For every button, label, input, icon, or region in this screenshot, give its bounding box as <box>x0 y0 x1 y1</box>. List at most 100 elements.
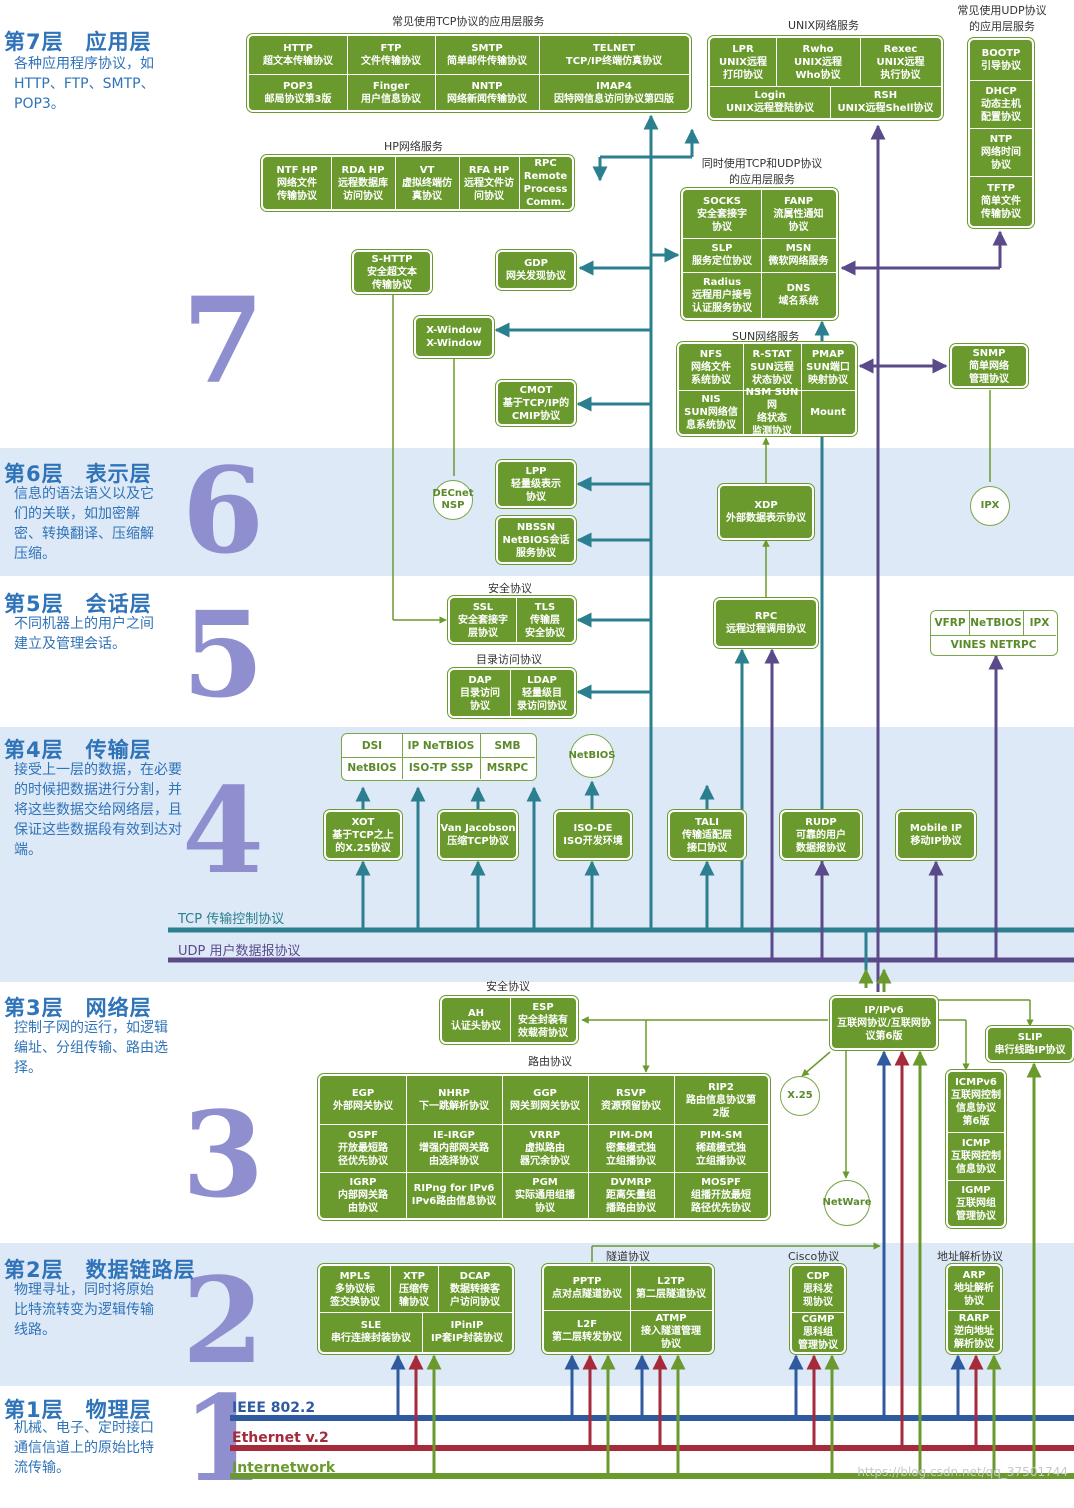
pim-dm-protocol[interactable]: PIM-DM 密集模式独 立组播协议 <box>588 1124 675 1173</box>
atmp-protocol[interactable]: ATMP 接入隧道管理 协议 <box>641 1312 701 1350</box>
smtp-protocol[interactable]: SMTP 简单邮件传输协议 <box>435 36 540 75</box>
msrpc-protocol[interactable]: MSRPC <box>486 762 529 774</box>
socks-protocol[interactable]: SOCKS 安全套接字 协议 <box>683 190 762 239</box>
rda-hp-protocol[interactable]: RDA HP 远程数据库 访问协议 <box>331 157 396 209</box>
ripng-protocol[interactable]: RIPng for IPv6 IPv6路由信息协议 <box>406 1172 503 1218</box>
radius-protocol[interactable]: Radius 远程用户接号 认证服务协议 <box>683 272 762 318</box>
pmap-protocol[interactable]: PMAP SUN端口 映射协议 <box>801 344 855 391</box>
ntf-hp-protocol[interactable]: NTF HP 网络文件 传输协议 <box>263 157 332 209</box>
xwindow-protocol[interactable]: X-Window X-Window <box>414 316 494 358</box>
slip-protocol[interactable]: SLIP 串行线路IP协议 <box>986 1026 1074 1062</box>
lpr-protocol[interactable]: LPR UNIX远程 打印协议 <box>710 38 777 87</box>
ip-ipv6-protocol[interactable]: IP/IPv6 互联网协议/互联网协 议第6版 <box>830 996 938 1050</box>
smb-protocol[interactable]: SMB <box>480 734 535 758</box>
rsvp-protocol[interactable]: RSVP 资源预留协议 <box>588 1076 675 1125</box>
rstat-protocol[interactable]: R-STAT SUN远程 状态协议 <box>743 344 802 391</box>
sle-protocol[interactable]: SLE 串行连接封装协议 <box>320 1312 423 1352</box>
ipinip-protocol[interactable]: IPinIP IP套IP封装协议 <box>430 1320 504 1344</box>
xtp-protocol[interactable]: XTP 压缩传 输协议 <box>390 1266 439 1313</box>
rexec-protocol[interactable]: Rexec UNIX远程 执行协议 <box>860 38 941 87</box>
rsh-protocol[interactable]: RSH UNIX远程Shell协议 <box>837 90 934 114</box>
rudp-protocol[interactable]: RUDP 可靠的用户 数据报协议 <box>780 810 862 860</box>
lpp-protocol[interactable]: LPP 轻量级表示 协议 <box>496 460 576 508</box>
ggp-protocol[interactable]: GGP 网关到网关协议 <box>502 1076 589 1125</box>
x25-node[interactable]: X.25 <box>780 1076 820 1116</box>
slp-protocol[interactable]: SLP 服务定位协议 <box>683 238 762 273</box>
netbios-protocol-4[interactable]: NetBIOS <box>342 757 403 779</box>
ftp-protocol[interactable]: FTP 文件传输协议 <box>347 36 436 75</box>
l2tp-protocol[interactable]: L2TP 第二层隧道协议 <box>630 1266 712 1311</box>
pptp-protocol[interactable]: PPTP 点对点隧道协议 <box>544 1266 631 1311</box>
pim-sm-protocol[interactable]: PIM-SM 稀疏模式独 立组播协议 <box>674 1124 768 1173</box>
ipx-protocol[interactable]: IPX <box>1023 611 1056 636</box>
xdp-protocol[interactable]: XDP 外部数据表示协议 <box>718 484 814 540</box>
pgm-protocol[interactable]: PGM 实际通用组播 协议 <box>502 1172 589 1218</box>
snmp-protocol[interactable]: SNMP 简单网络 管理协议 <box>950 344 1028 388</box>
rarp-protocol[interactable]: RARP 逆向地址 解析协议 <box>954 1312 994 1350</box>
decnet-nsp-node[interactable]: DECnet NSP <box>432 480 474 520</box>
ip-netbios-protocol[interactable]: IP NeTBIOS <box>402 734 481 758</box>
tali-protocol[interactable]: TALI 传输适配层 接口协议 <box>668 810 746 860</box>
mpls-protocol[interactable]: MPLS 多协议标 签交换协议 <box>320 1266 391 1313</box>
finger-protocol[interactable]: Finger 用户信息协议 <box>347 74 436 110</box>
dcap-protocol[interactable]: DCAP 数据转接客 户访问协议 <box>438 1266 512 1313</box>
cmot-protocol[interactable]: CMOT 基于TCP/IP的 CMIP协议 <box>496 380 576 426</box>
nntp-protocol[interactable]: NNTP 网络新闻传输协议 <box>435 74 540 110</box>
pop3-protocol[interactable]: POP3 邮局协议第3版 <box>249 74 348 110</box>
dns-protocol[interactable]: DNS 域名系统 <box>778 283 819 307</box>
rfa-hp-protocol[interactable]: RFA HP 远程文件访 问协议 <box>459 157 520 209</box>
ospf-protocol[interactable]: OSPF 开放最短路 径优先协议 <box>320 1124 407 1173</box>
cdp-protocol[interactable]: CDP 思科发 现协议 <box>792 1266 844 1313</box>
http-protocol[interactable]: HTTP 超文本传输协议 <box>249 36 348 75</box>
nbssn-protocol[interactable]: NBSSN NetBIOS会话 服务协议 <box>496 516 576 564</box>
vt-protocol[interactable]: VT 虚拟终端仿 真协议 <box>395 157 460 209</box>
nsm-protocol[interactable]: NSM SUN网 络状态 监测协议 <box>743 387 802 434</box>
rpc-hp-protocol[interactable]: RPC Remote Process Comm. <box>523 158 568 208</box>
nis-protocol[interactable]: NIS SUN网络信 息系统协议 <box>679 390 744 434</box>
icmpv6-protocol[interactable]: ICMPv6 互联网控制 信息协议 第6版 <box>948 1072 1004 1133</box>
vrrp-protocol[interactable]: VRRP 虚拟路由 器冗余协议 <box>502 1124 589 1173</box>
bootp-protocol[interactable]: BOOTP 引导协议 <box>970 40 1032 81</box>
vines-netrpc-protocol[interactable]: VINES NETRPC <box>950 638 1037 651</box>
dsi-protocol[interactable]: DSI <box>342 734 403 758</box>
iso-tp-ssp-protocol[interactable]: ISO-TP SSP <box>402 757 481 779</box>
nfs-protocol[interactable]: NFS 网络文件 系统协议 <box>679 344 744 391</box>
xot-protocol[interactable]: XOT 基于TCP之上 的X.25协议 <box>324 810 402 860</box>
ipx-node[interactable]: IPX <box>970 486 1010 526</box>
igmp-protocol[interactable]: IGMP 互联网组 管理协议 <box>956 1184 996 1222</box>
dhcp-protocol[interactable]: DHCP 动态主机 配置协议 <box>970 80 1032 129</box>
mount-protocol[interactable]: Mount <box>810 406 846 418</box>
telnet-protocol[interactable]: TELNET TCP/IP终端仿真协议 <box>539 36 689 75</box>
dvmrp-protocol[interactable]: DVMRP 距离矢量组 播路由协议 <box>588 1172 675 1218</box>
iso-de-protocol[interactable]: ISO-DE ISO开发环境 <box>554 810 632 860</box>
icmp-protocol[interactable]: ICMP 互联网控制 信息协议 <box>948 1132 1004 1181</box>
dap-protocol[interactable]: DAP 目录访问 协议 <box>450 670 511 716</box>
rip2-protocol[interactable]: RIP2 路由信息协议第 2版 <box>674 1076 768 1125</box>
l2f-protocol[interactable]: L2F 第二层转发协议 <box>544 1310 631 1352</box>
ah-protocol[interactable]: AH 认证头协议 <box>442 998 511 1042</box>
nhrp-protocol[interactable]: NHRP 下一跳解析协议 <box>406 1076 503 1125</box>
egp-protocol[interactable]: EGP 外部网关协议 <box>320 1076 407 1125</box>
vfrp-protocol[interactable]: VFRP <box>931 611 970 636</box>
ntp-protocol[interactable]: NTP 网络时间 协议 <box>970 128 1032 177</box>
login-protocol[interactable]: Login UNIX远程登陆协议 <box>710 86 831 118</box>
ie-irgp-protocol[interactable]: IE-IRGP 增强内部网关路 由选择协议 <box>406 1124 503 1173</box>
netbios-node[interactable]: NetBIOS <box>569 734 616 778</box>
gdp-protocol[interactable]: GDP 网关发现协议 <box>496 250 576 290</box>
van-jacobson-protocol[interactable]: Van Jacobson 压缩TCP协议 <box>438 810 518 860</box>
esp-protocol[interactable]: ESP 安全封装有 效载荷协议 <box>518 1001 568 1039</box>
fanp-protocol[interactable]: FANP 流属性通知 协议 <box>761 190 836 239</box>
ssl-protocol[interactable]: SSL 安全套接字 层协议 <box>450 598 517 642</box>
shttp-protocol[interactable]: S-HTTP 安全超文本 传输协议 <box>352 250 432 294</box>
tls-protocol[interactable]: TLS 传输层 安全协议 <box>525 601 565 639</box>
rpc-protocol[interactable]: RPC 远程过程调用协议 <box>714 598 818 648</box>
netbios-protocol-5[interactable]: NeTBIOS <box>969 611 1024 636</box>
cgmp-protocol[interactable]: CGMP 思科组 管理协议 <box>798 1313 838 1351</box>
rwho-protocol[interactable]: Rwho UNIX远程 Who协议 <box>776 38 861 87</box>
msn-protocol[interactable]: MSN 微软网络服务 <box>761 238 836 273</box>
arp-protocol[interactable]: ARP 地址解析 协议 <box>948 1266 1000 1311</box>
ldap-protocol[interactable]: LDAP 轻量级目 录访问协议 <box>517 674 567 712</box>
imap4-protocol[interactable]: IMAP4 因特网信息访问协议第四版 <box>554 81 674 105</box>
mospf-protocol[interactable]: MOSPF 组播开放最短 路径优先协议 <box>691 1176 751 1214</box>
igrp-protocol[interactable]: IGRP 内部网关路 由协议 <box>320 1172 407 1218</box>
